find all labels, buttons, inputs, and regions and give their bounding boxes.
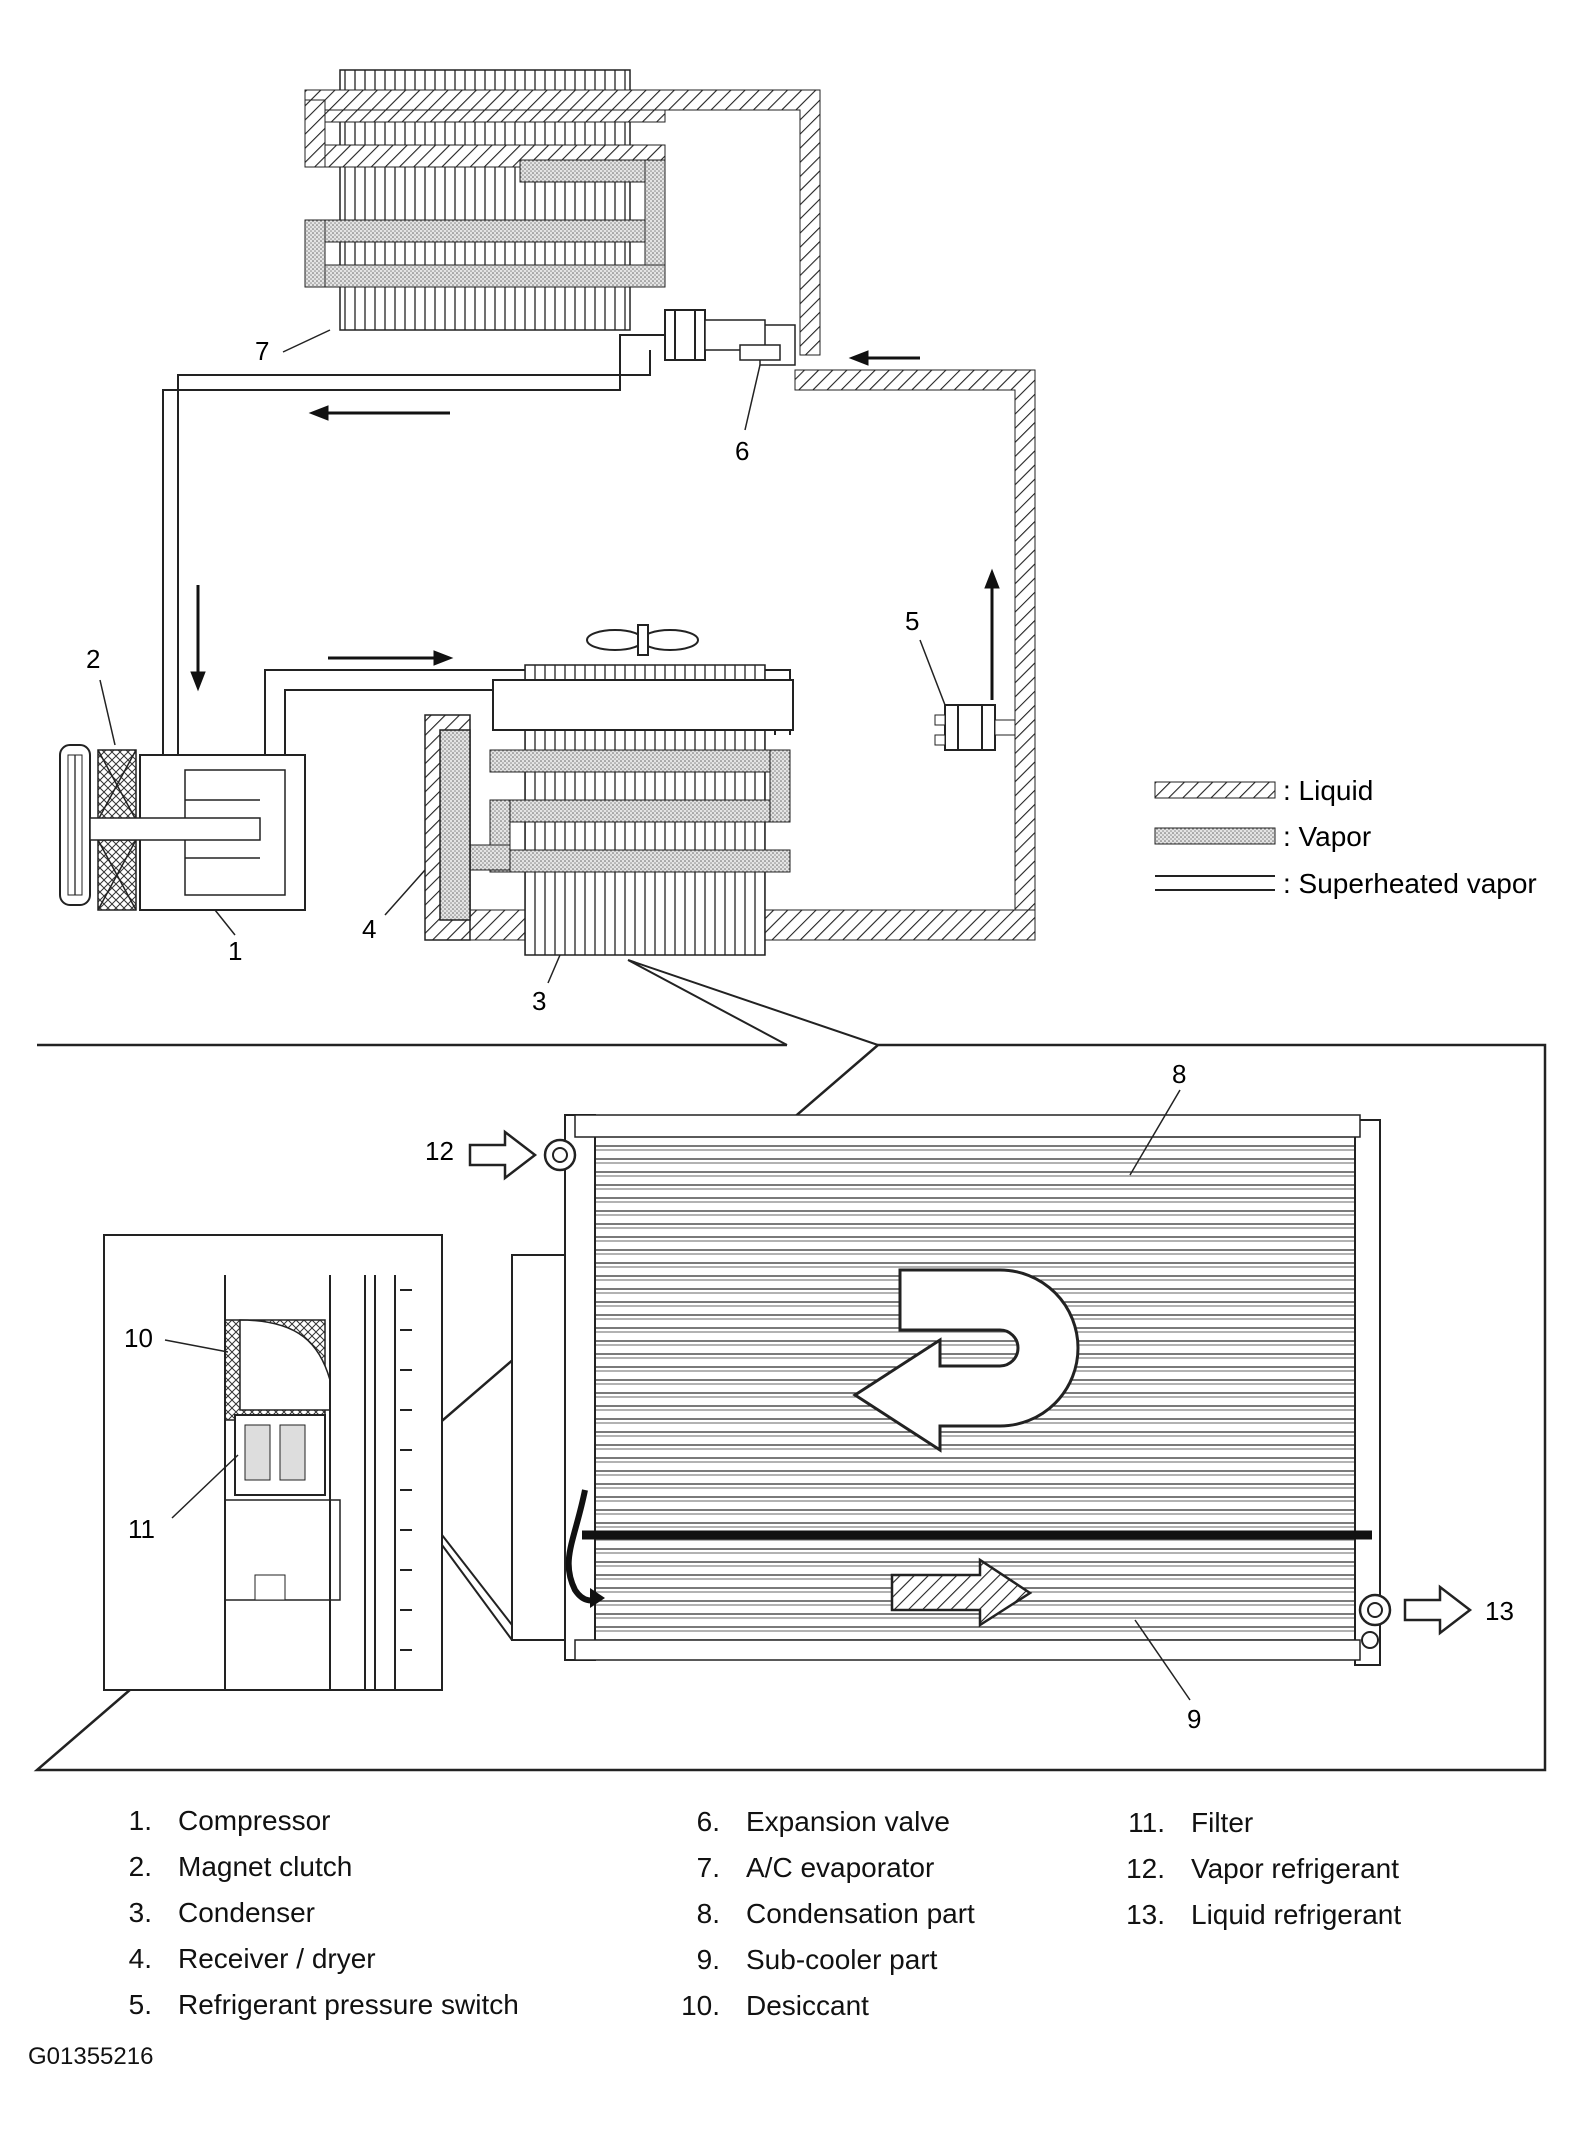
figure-id: G01355216 <box>28 2043 154 2070</box>
part-item-7: 7.A/C evaporator <box>696 1852 935 1883</box>
callout-13: 13 <box>1485 1596 1514 1626</box>
legend-liquid: : Liquid <box>1283 775 1373 806</box>
callout-1: 1 <box>228 936 242 966</box>
part-item-10: 10.Desiccant <box>681 1990 869 2021</box>
callout-10: 10 <box>124 1323 153 1353</box>
callout-12: 12 <box>425 1136 454 1166</box>
part-item-3: 3.Condenser <box>128 1897 315 1928</box>
vapor-inlet-arrow <box>468 1129 538 1181</box>
callout-11: 11 <box>128 1514 155 1544</box>
u-turn-arrow <box>852 1268 1080 1453</box>
legend-vapor: : Vapor <box>1283 821 1371 852</box>
callout-7: 7 <box>255 336 269 366</box>
part-item-6: 6.Expansion valve <box>696 1806 950 1837</box>
zoom-pointer <box>627 959 879 1046</box>
callout-5: 5 <box>905 606 919 636</box>
parts-list: 1.Compressor 2.Magnet clutch 3.Condenser… <box>0 1800 1583 2060</box>
flow-right-arrow <box>890 1557 1033 1628</box>
callout-6: 6 <box>735 436 749 466</box>
part-item-4: 4.Receiver / dryer <box>128 1943 376 1974</box>
callout-3: 3 <box>532 986 546 1016</box>
legend-liquid-swatch <box>1154 781 1276 799</box>
pressure-switch <box>934 704 1016 751</box>
condenser-detail-box <box>33 1043 1547 1772</box>
part-item-2: 2.Magnet clutch <box>128 1851 353 1882</box>
part-item-12: 12.Vapor refrigerant <box>1126 1853 1400 1884</box>
part-item-5: 5.Refrigerant pressure switch <box>128 1989 519 2020</box>
expansion-valve <box>664 309 781 361</box>
compressor-diagram <box>59 744 306 911</box>
part-item-8: 8.Condensation part <box>696 1898 975 1929</box>
liquid-outlet-arrow <box>1403 1584 1473 1636</box>
part-item-11: 11.Filter <box>1128 1807 1254 1838</box>
callout-4: 4 <box>362 914 376 944</box>
legend: : Liquid : Vapor : Superheated vapor <box>1154 775 1537 899</box>
flow-arrows <box>190 350 1000 700</box>
part-item-9: 9.Sub-cooler part <box>696 1944 938 1975</box>
part-item-13: 13.Liquid refrigerant <box>1126 1899 1402 1930</box>
legend-superheated: : Superheated vapor <box>1283 868 1537 899</box>
part-item-1: 1.Compressor <box>128 1805 331 1836</box>
condenser-diagram <box>424 624 794 956</box>
legend-superheated-swatch <box>1155 875 1275 891</box>
callout-9: 9 <box>1187 1704 1201 1734</box>
callout-2: 2 <box>86 644 100 674</box>
ac-system-diagram: 7 6 5 2 1 4 3 : Liquid : Vapor : Superhe… <box>33 69 1547 1772</box>
legend-vapor-swatch <box>1154 827 1276 845</box>
callout-8: 8 <box>1172 1059 1186 1089</box>
